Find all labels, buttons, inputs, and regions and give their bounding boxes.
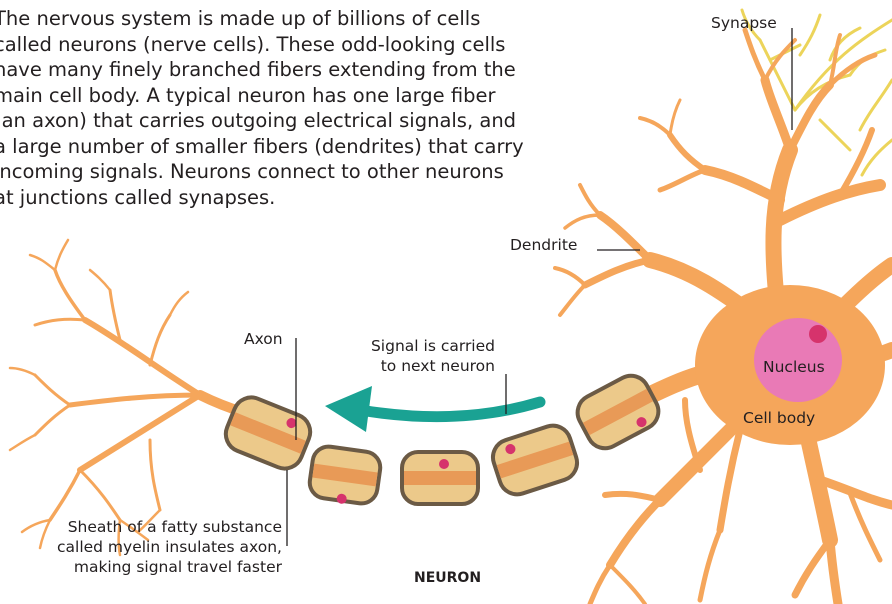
axon-label: Axon: [244, 329, 283, 349]
sheath-label-line: Sheath of a fatty substance: [20, 517, 282, 537]
intro-line: incoming signals. Neurons connect to oth…: [0, 159, 634, 185]
intro-paragraph: The nervous system is made up of billion…: [0, 6, 634, 210]
intro-line: have many finely branched fibers extendi…: [0, 57, 634, 83]
signal-label: Signal is carried to next neuron: [330, 336, 495, 376]
intro-line: main cell body. A typical neuron has one…: [0, 83, 634, 109]
intro-line: a large number of smaller fibers (dendri…: [0, 134, 634, 160]
diagram-caption: NEURON: [414, 568, 481, 588]
nucleolus: [809, 325, 827, 343]
sheath-label-line: making signal travel faster: [20, 557, 282, 577]
intro-line: called neurons (nerve cells). These odd-…: [0, 32, 634, 58]
intro-line: (an axon) that carries outgoing electric…: [0, 108, 634, 134]
signal-label-line: to next neuron: [330, 356, 495, 376]
signal-label-line: Signal is carried: [330, 336, 495, 356]
cell-body-label: Cell body: [743, 408, 815, 428]
curved-arrow-left-icon: [325, 386, 540, 432]
dendrite-label: Dendrite: [510, 235, 577, 255]
sheath-label: Sheath of a fatty substance called myeli…: [20, 517, 282, 577]
sheath-label-line: called myelin insulates axon,: [20, 537, 282, 557]
nucleus-label: Nucleus: [763, 357, 825, 377]
intro-line: The nervous system is made up of billion…: [0, 6, 634, 32]
intro-line: at junctions called synapses.: [0, 185, 634, 211]
synapse-label: Synapse: [711, 13, 777, 33]
